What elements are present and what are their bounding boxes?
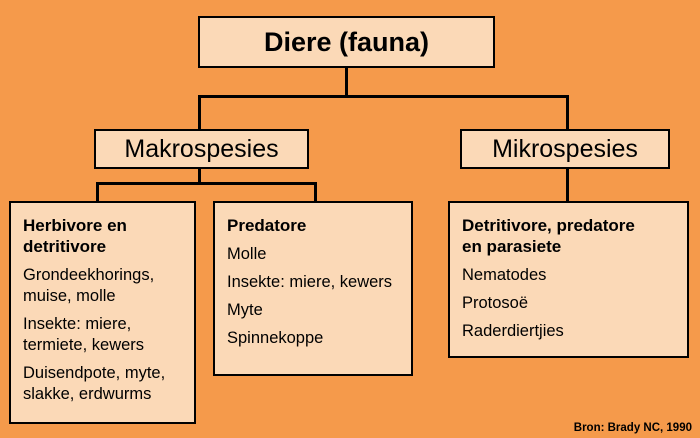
source-citation: Bron: Brady NC, 1990 [573,422,692,434]
detritivores-heading: Detritivore, predatore en parasiete [462,216,635,256]
predators-box: Predatore Molle Insekte: miere, kewers M… [213,201,413,376]
predators-item: Myte [227,301,263,319]
detritivores-item: Nematodes [462,266,547,284]
herbivores-box: Herbivore en detritivore Grondeekhorings… [9,201,196,424]
connector-makro-stem [198,169,201,184]
connector-mikro-stem [566,169,569,202]
connector-top-bar [198,95,569,98]
herbivores-item: Duisendpote, myte, slakke, erdwurms [23,364,166,403]
detritivores-item: Protosoë [462,294,529,312]
connector-herb-drop [96,182,99,202]
herbivores-heading: Herbivore en detritivore [23,216,127,256]
connector-pred-drop [314,182,317,202]
herbivores-item: Grondeekhorings, muise, molle [23,266,155,305]
predators-item: Molle [227,245,267,263]
detritivores-item: Raderdiertjies [462,322,564,340]
connector-makro-drop [198,95,201,130]
connector-mikro-drop [566,95,569,130]
detritivores-box: Detritivore, predatore en parasiete Nema… [448,201,689,358]
root-node-label: Diere (fauna) [263,26,430,57]
predators-item: Spinnekoppe [227,329,324,347]
herbivores-item: Insekte: miere, termiete, kewers [23,315,145,354]
makro-node-label: Makrospesies [124,134,279,163]
mikro-node-box: Mikrospesies [460,129,670,169]
root-node-box: Diere (fauna) [198,16,495,68]
connector-root-stem [345,68,348,97]
connector-makro-bar [96,182,317,185]
predators-heading: Predatore [227,216,307,235]
predators-item: Insekte: miere, kewers [227,273,393,291]
mikro-node-label: Mikrospesies [492,134,638,163]
makro-node-box: Makrospesies [94,129,309,169]
